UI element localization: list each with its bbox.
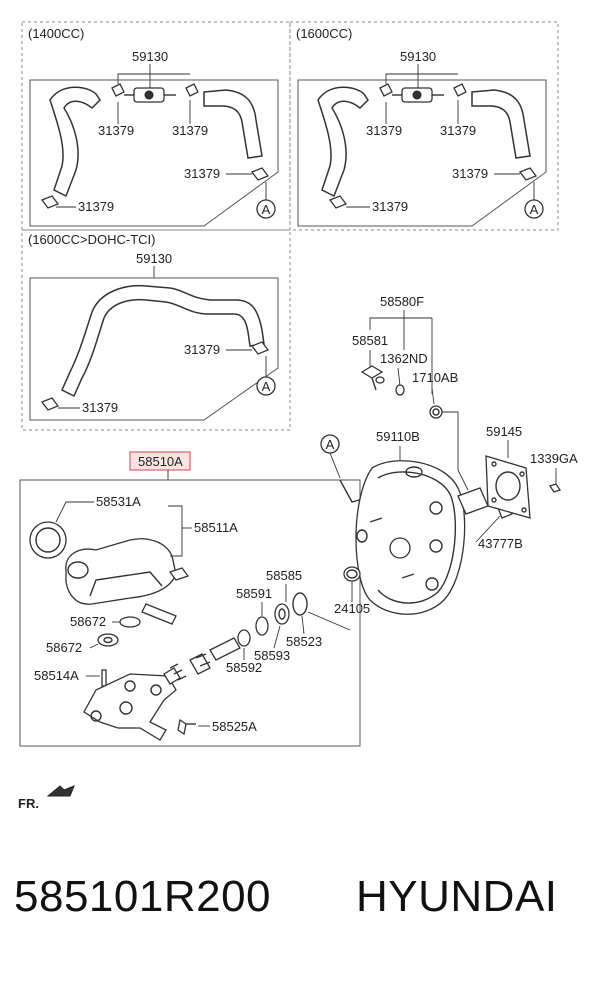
ref-a-marker — [524, 199, 544, 219]
label-seal-a: 58585 — [266, 568, 302, 583]
section-header-dohc: (1600CC>DOHC-TCI) — [28, 232, 156, 247]
clamp-icon — [250, 341, 270, 355]
label-clamp: 31379 — [78, 199, 114, 214]
label-piston: 58591 — [236, 586, 272, 601]
label-bleeder: 58525A — [212, 719, 257, 734]
label-reservoir: 58531A — [96, 494, 141, 509]
front-label: FR. — [18, 796, 39, 811]
label-clamp: 31379 — [82, 400, 118, 415]
label-clamp: 31379 — [440, 123, 476, 138]
clamp-icon — [328, 195, 348, 209]
label-valve-kit: 58580F — [380, 294, 424, 309]
valve-washer — [395, 384, 405, 396]
section-header-1400cc: (1400CC) — [28, 26, 84, 41]
front-indicator: FR. — [18, 785, 75, 811]
highlight-box — [129, 451, 191, 471]
label-seal-b: 58593 — [254, 648, 290, 663]
label-grommet-a: 58672 — [70, 614, 106, 629]
clamp-icon — [518, 167, 538, 181]
label-clamp: 31379 — [184, 342, 220, 357]
clamp-icon — [40, 195, 60, 209]
panel-1400cc: (1400CC) 59130 31379 31379 31379 31379 A — [21, 21, 291, 231]
section-header-1600cc: (1600CC) — [296, 26, 352, 41]
piston-assembly — [163, 592, 308, 685]
snap-ring — [292, 592, 308, 616]
label-clamp: 31379 — [184, 166, 220, 181]
piston-cup — [274, 603, 290, 625]
label-booster: 59110B — [376, 429, 420, 444]
reservoir-tank — [65, 538, 177, 605]
panel-dohc: (1600CC>DOHC-TCI) 59130 31379 31379 A — [21, 229, 291, 431]
label-grommet-b: 58672 — [46, 640, 82, 655]
ref-a-label: A — [326, 437, 335, 452]
ref-a-label: A — [530, 202, 539, 217]
ref-a-label: A — [262, 202, 271, 217]
check-valve — [360, 365, 384, 379]
label-clamp: 31379 — [98, 123, 134, 138]
brake-booster-assembly: A 24105 59110B 59145 133 — [320, 294, 578, 616]
panel-1600cc: (1600CC) 59130 31379 31379 31379 31379 A — [289, 21, 559, 231]
master-cylinder-assembly: 58510A 58531A 58511A 58672 58672 58514A — [19, 451, 361, 747]
label-washer: 1362ND — [380, 351, 428, 366]
label-valve: 58581 — [352, 333, 388, 348]
booster-gasket — [485, 455, 531, 519]
hose-1600-left — [317, 86, 369, 198]
ref-a-label: A — [262, 379, 271, 394]
label-pin: 58514A — [34, 668, 79, 683]
mounting-nut — [548, 483, 562, 493]
hose-dohc — [61, 284, 265, 398]
label-clamp: 31379 — [452, 166, 488, 181]
brand-name: HYUNDAI — [356, 872, 558, 921]
label-master-cyl-asm: 58510A — [138, 454, 183, 469]
label-clamp: 31379 — [366, 123, 402, 138]
label-nut: 1339GA — [530, 451, 578, 466]
reservoir-cap — [29, 521, 67, 559]
label-grommet-c: 1710AB — [412, 370, 458, 385]
hose-1400-left — [49, 86, 101, 198]
label-ring: 58523 — [286, 634, 322, 649]
clamp-icon — [185, 83, 199, 97]
clamp-icon — [250, 167, 270, 181]
label-cup: 58592 — [226, 660, 262, 675]
booster-shell — [355, 460, 466, 615]
ref-a-marker — [256, 199, 276, 219]
label-hose-dohc: 59130 — [136, 251, 172, 266]
grommet — [119, 616, 141, 628]
label-clamp: 31379 — [172, 123, 208, 138]
front-arrow-icon — [46, 785, 75, 797]
label-clevis-pin: 43777B — [478, 536, 523, 551]
hose-1600-right — [471, 89, 531, 159]
label-reservoir-asm: 58511A — [194, 520, 238, 535]
grommet-lower — [97, 633, 119, 647]
booster-o-ring — [343, 566, 361, 582]
clamp-icon — [111, 83, 125, 97]
label-gasket: 59145 — [486, 424, 522, 439]
ref-a-marker — [256, 376, 276, 396]
hose-1400-right — [203, 89, 263, 159]
valve-grommet — [429, 405, 443, 419]
clamp-icon — [453, 83, 467, 97]
footer: 585101R200 HYUNDAI — [0, 872, 600, 952]
label-oring: 24105 — [334, 601, 370, 616]
piston-seal — [255, 616, 269, 636]
label-hose-1600: 59130 — [400, 49, 436, 64]
label-hose-1400: 59130 — [132, 49, 168, 64]
clamp-icon — [40, 397, 60, 411]
grommet-upper — [141, 603, 177, 625]
label-clamp: 31379 — [372, 199, 408, 214]
clamp-icon — [379, 83, 393, 97]
part-number: 585101R200 — [14, 872, 272, 921]
master-cylinder-body — [83, 673, 177, 741]
